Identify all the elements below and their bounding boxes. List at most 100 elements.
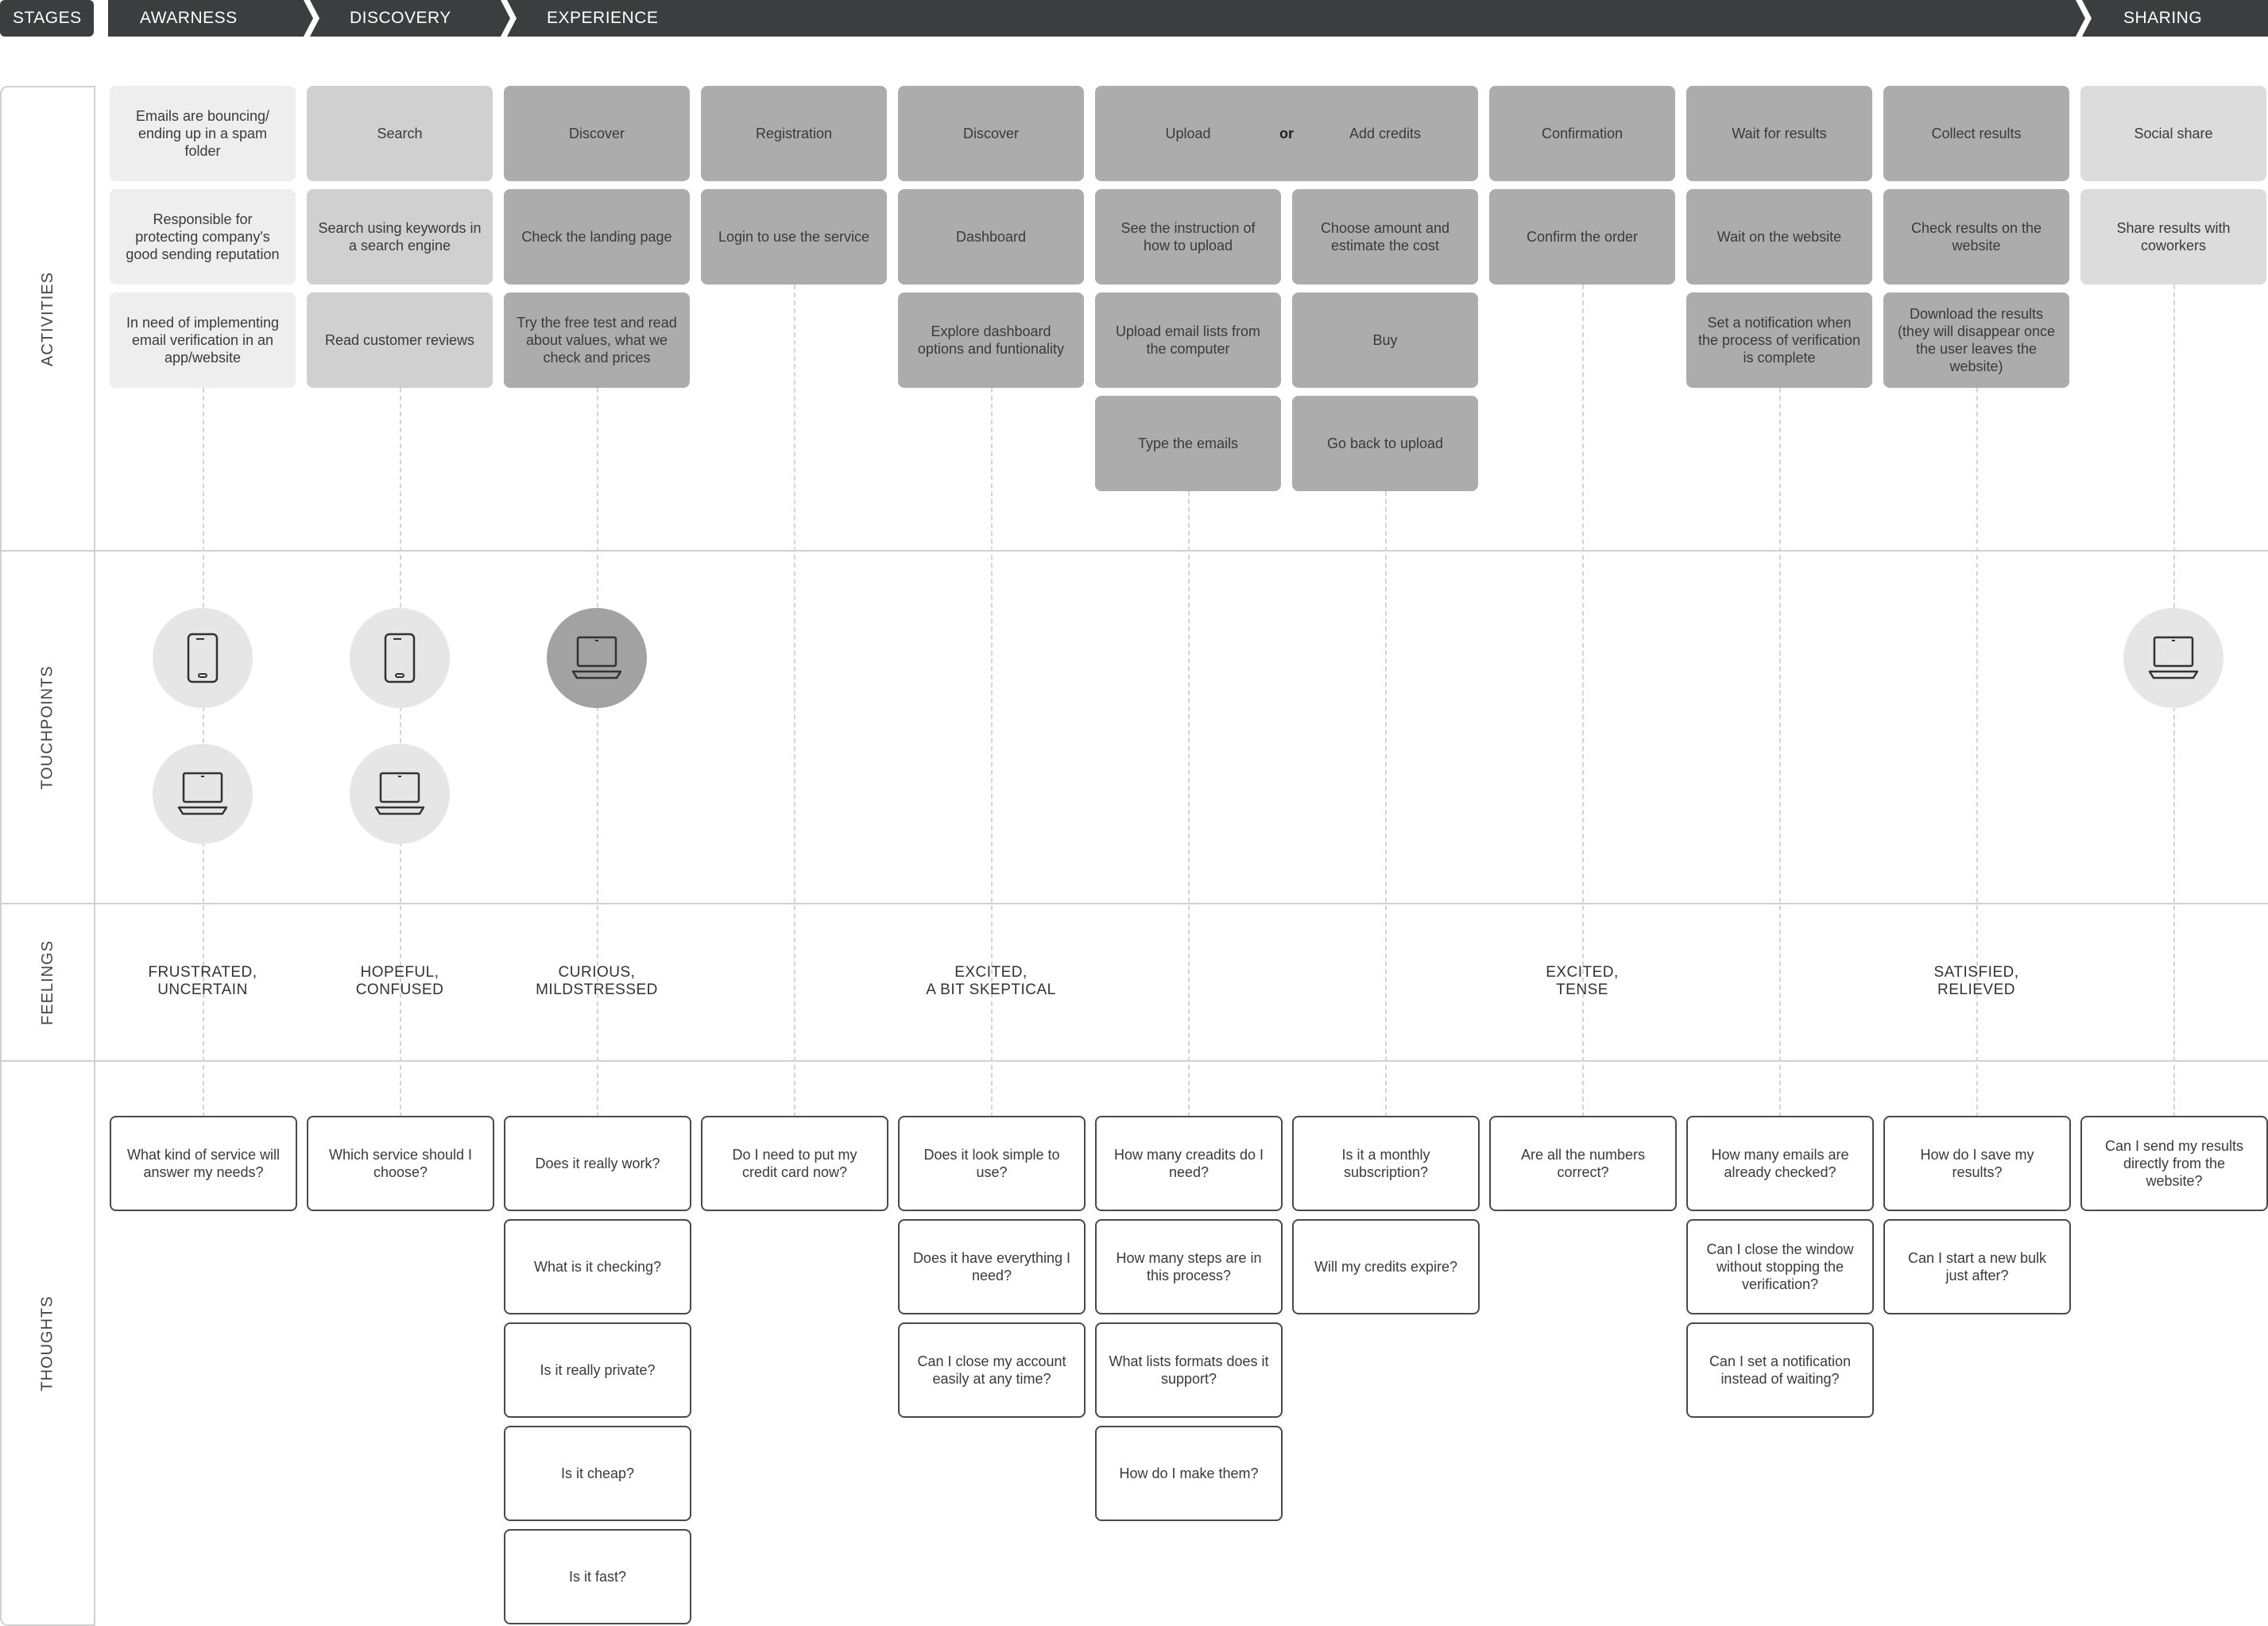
activity-card: Explore dashboard options and funtionali…	[898, 292, 1084, 388]
thought-card: How do I save my results?	[1883, 1116, 2071, 1211]
activity-card: Collect results	[1883, 86, 2069, 181]
activity-card-upload-or-add-credits: Upload or Add credits	[1095, 86, 1478, 181]
thought-card: Is it fast?	[504, 1529, 691, 1624]
thought-card: Is it a monthly subscription?	[1292, 1116, 1480, 1211]
thought-card: Are all the numbers correct?	[1489, 1116, 1677, 1211]
row-touchpoints: TOUCHPOINTS	[0, 550, 95, 904]
feeling-line: FRUSTRATED,	[148, 964, 257, 981]
activity-or-label: or	[1279, 126, 1294, 141]
touchpoint-laptop	[153, 744, 253, 844]
activity-card: Search using keywords in a search engine	[307, 189, 493, 285]
feeling-dashboard: EXCITED, A BIT SKEPTICAL	[888, 964, 1094, 999]
thought-card: How do I make them?	[1095, 1426, 1283, 1521]
touchpoint-laptop	[350, 744, 450, 844]
activity-card: Registration	[701, 86, 887, 181]
phone-icon	[384, 633, 416, 683]
feeling-awareness: FRUSTRATED, UNCERTAIN	[99, 964, 306, 999]
stage-discovery-arrow	[310, 0, 510, 37]
stage-discovery: DISCOVERY	[350, 9, 451, 27]
divider-thoughts	[94, 1060, 2268, 1062]
thought-card: Does it really work?	[504, 1116, 691, 1211]
activity-card: Buy	[1292, 292, 1478, 388]
feeling-line: UNCERTAIN	[157, 981, 248, 998]
thought-card: Can I start a new bulk just after?	[1883, 1219, 2071, 1314]
activity-card: Go back to upload	[1292, 396, 1478, 491]
activity-card: Type the emails	[1095, 396, 1281, 491]
feeling-line: A BIT SKEPTICAL	[926, 981, 1056, 998]
thought-card: Can I send my results directly from the …	[2080, 1116, 2268, 1211]
touchpoint-laptop	[2123, 608, 2223, 708]
feeling-collect-results: SATISFIED, RELIEVED	[1873, 964, 2080, 999]
touchpoint-phone	[153, 608, 253, 708]
thought-card: What is it checking?	[504, 1219, 691, 1314]
thought-card: How many emails are already checked?	[1686, 1116, 1874, 1211]
stage-awareness-arrow	[108, 0, 313, 37]
feeling-line: CONFUSED	[355, 981, 444, 998]
activity-card: Upload email lists from the computer	[1095, 292, 1281, 388]
row-feelings-label: FEELINGS	[38, 939, 56, 1025]
activity-card: Wait for results	[1686, 86, 1872, 181]
thought-card: How many steps are in this process?	[1095, 1219, 1283, 1314]
stage-awareness: AWARNESS	[140, 9, 238, 27]
activity-card: Search	[307, 86, 493, 181]
activity-upload-label: Upload	[1165, 126, 1211, 141]
activity-card: Emails are bouncing/ ending up in a spam…	[110, 86, 296, 181]
thought-card: Which service should I choose?	[307, 1116, 494, 1211]
activity-card: See the instruction of how to upload	[1095, 189, 1281, 285]
feeling-line: EXCITED,	[1546, 964, 1619, 981]
activity-card: Responsible for protecting company's goo…	[110, 189, 296, 285]
thought-card: Can I set a notification instead of wait…	[1686, 1322, 1874, 1418]
laptop-icon	[374, 772, 425, 815]
connector	[597, 388, 598, 1117]
thought-card: Is it cheap?	[504, 1426, 691, 1521]
thought-card: What kind of service will answer my need…	[110, 1116, 297, 1211]
activity-card: Check results on the website	[1883, 189, 2069, 285]
thought-card: Will my credits expire?	[1292, 1219, 1480, 1314]
feeling-discover: CURIOUS, MILDSTRESSED	[493, 964, 700, 999]
activity-add-credits-label: Add credits	[1349, 126, 1422, 141]
row-touchpoints-label: TOUCHPOINTS	[38, 664, 56, 790]
row-thoughts-label: THOUGHTS	[38, 1295, 56, 1392]
row-activities-label: ACTIVITIES	[38, 271, 56, 366]
row-activities: ACTIVITIES	[0, 86, 95, 552]
feeling-line: MILDSTRESSED	[536, 981, 658, 998]
activity-card: Confirm the order	[1489, 189, 1675, 285]
row-thoughts: THOUGHTS	[0, 1060, 95, 1626]
feeling-line: TENSE	[1556, 981, 1608, 998]
feeling-line: SATISFIED,	[1933, 964, 2019, 981]
activity-card: Set a notification when the process of v…	[1686, 292, 1872, 388]
activity-card: Try the free test and read about values,…	[504, 292, 690, 388]
feeling-discovery: HOPEFUL, CONFUSED	[296, 964, 503, 999]
thought-card: Can I close my account easily at any tim…	[898, 1322, 1086, 1418]
activity-card: Social share	[2080, 86, 2266, 181]
divider-touchpoints	[94, 550, 2268, 552]
activity-card: In need of implementing email verificati…	[110, 292, 296, 388]
activity-card: Discover	[898, 86, 1084, 181]
feeling-confirmation: EXCITED, TENSE	[1479, 964, 1686, 999]
activity-card: Login to use the service	[701, 189, 887, 285]
stage-arrows	[108, 0, 2268, 37]
activity-card: Check the landing page	[504, 189, 690, 285]
thought-card: Do I need to put my credit card now?	[701, 1116, 888, 1211]
connector	[1779, 388, 1781, 1117]
stage-experience-arrow	[507, 0, 2085, 37]
thought-card: Can I close the window without stopping …	[1686, 1219, 1874, 1314]
feeling-line: HOPEFUL,	[360, 964, 439, 981]
stages-label: STAGES	[0, 0, 94, 37]
touchpoint-laptop	[547, 608, 647, 708]
connector	[1582, 285, 1584, 1117]
connector	[1385, 491, 1387, 1117]
stage-sharing: SHARING	[2123, 9, 2203, 27]
laptop-icon	[177, 772, 228, 815]
connector	[794, 285, 795, 1117]
activity-card: Read customer reviews	[307, 292, 493, 388]
divider-feelings	[94, 903, 2268, 904]
feeling-line: CURIOUS,	[558, 964, 636, 981]
activity-card: Discover	[504, 86, 690, 181]
connector	[1188, 491, 1190, 1117]
thought-card: Does it look simple to use?	[898, 1116, 1086, 1211]
connector	[1976, 388, 1978, 1117]
feeling-line: RELIEVED	[1937, 981, 2015, 998]
activity-card: Wait on the website	[1686, 189, 1872, 285]
activity-card: Download the results (they will disappea…	[1883, 292, 2069, 388]
